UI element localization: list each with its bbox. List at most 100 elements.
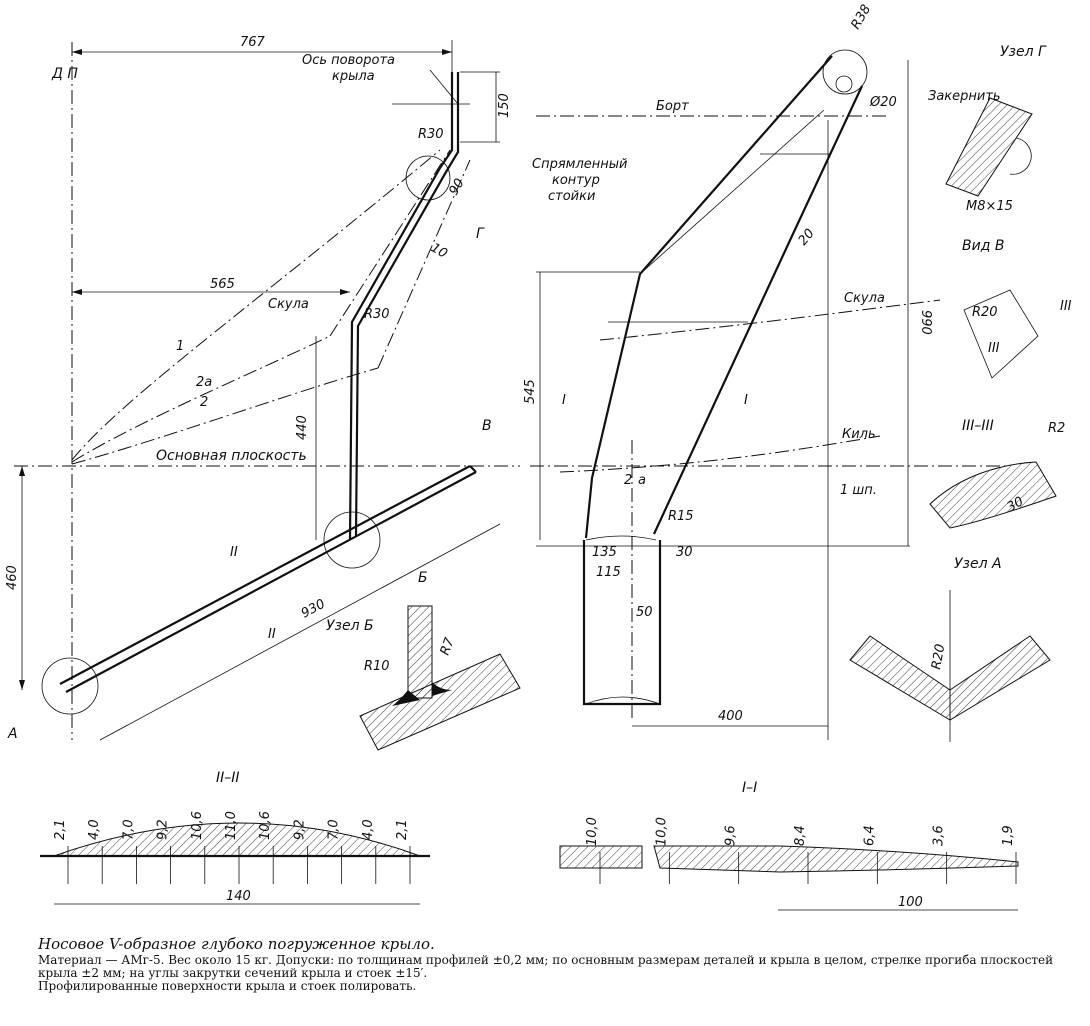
dim-150: 150	[497, 93, 512, 118]
straightened-label-3: стойки	[548, 189, 595, 204]
dim-135: 135	[592, 545, 617, 560]
section-i-mark-a: I	[562, 393, 566, 408]
skula-label-left: Скула	[268, 297, 309, 312]
section-iii-profile	[929, 461, 1057, 529]
skula-label-right: Скула	[844, 291, 885, 306]
line-1	[71, 149, 441, 461]
thickness-label: 7,0	[121, 819, 136, 840]
frame-1-label: 1 шп.	[840, 483, 877, 498]
m8-label: М8×15	[966, 199, 1013, 214]
a-label: А	[7, 726, 18, 742]
thickness-label: 4,0	[87, 819, 102, 840]
section-ii-title: II–II	[216, 770, 240, 786]
base-plane-label: Основная плоскость	[156, 448, 307, 464]
line-2-side-label: 2	[624, 473, 632, 488]
section-i-title: I–I	[742, 780, 757, 796]
node-a-label: Узел А	[954, 556, 1002, 572]
thickness-label: 6,4	[862, 825, 877, 846]
strut	[348, 72, 454, 541]
dim-400: 400	[718, 709, 743, 724]
section-i-profile	[653, 845, 1019, 873]
dim-767: 767	[240, 35, 266, 50]
node-g-label: Узел Г	[1000, 44, 1047, 60]
dim-30-profile: 30	[1005, 494, 1027, 515]
bort-label: Борт	[656, 99, 689, 114]
axis-rotation-label-2: крыла	[332, 69, 375, 84]
node-a-circle	[41, 657, 99, 715]
caption-title: Носовое V-образное глубоко погруженное к…	[38, 935, 435, 953]
node-g-detail	[945, 97, 1033, 197]
dim-100: 100	[898, 895, 923, 910]
node-b-label: Узел Б	[326, 618, 374, 634]
straightened-label-1: Спрямленный	[532, 157, 627, 172]
straightened-label-2: контур	[552, 173, 600, 188]
caption-line-1: Материал — АМг-5. Вес около 15 кг. Допус…	[38, 953, 1054, 980]
dim-460: 460	[5, 565, 20, 590]
thickness-label: 1,9	[1001, 825, 1016, 846]
dim-50: 50	[636, 605, 653, 620]
line-a-side-label: a	[638, 473, 646, 488]
dim-20: 20	[796, 226, 818, 248]
section-iii-mark-b: III	[1060, 299, 1072, 314]
dim-r38: R38	[848, 2, 874, 32]
dim-10: 10	[428, 240, 450, 261]
thickness-label: 9,6	[724, 825, 739, 846]
dim-r30-mid: R30	[364, 307, 390, 322]
vid-v-detail	[963, 289, 1039, 379]
thickness-label: 8,4	[793, 825, 808, 846]
thickness-label: 9,2	[292, 819, 307, 840]
thickness-label: 9,2	[156, 819, 171, 840]
dim-140: 140	[226, 889, 251, 904]
node-b-circle	[323, 511, 381, 569]
line-2-label: 2	[200, 395, 208, 410]
strut-side	[584, 55, 833, 539]
zakernit-label: Закернить	[928, 89, 1001, 104]
side-view	[530, 49, 1010, 740]
thickness-label: 10,0	[585, 817, 600, 846]
section-ii-profile	[53, 822, 421, 857]
kil-label: Киль	[842, 427, 876, 442]
caption-line-2: Профилированные поверхности крыла и стое…	[38, 979, 417, 993]
thickness-label: 2,1	[395, 819, 410, 840]
thickness-label: 3,6	[932, 825, 947, 846]
dim-990: 990	[918, 310, 933, 335]
thickness-label: 11,0	[224, 811, 239, 840]
thickness-label: 10,0	[654, 817, 669, 846]
front-view	[14, 40, 520, 741]
dim-90: 90	[446, 176, 467, 198]
wing-drawing: Д П 767 Ось поворота крыла 150 R30 90 Г …	[5, 2, 1072, 911]
dim-r7: R7	[438, 635, 458, 657]
figure-caption: Носовое V-образное глубоко погруженное к…	[38, 935, 1083, 993]
dim-r20-node-a: R20	[929, 643, 948, 671]
section-ii-mark-a: II	[230, 545, 238, 560]
dim-545: 545	[523, 379, 538, 404]
dim-r15: R15	[668, 509, 694, 524]
dim-phi20: Ø20	[869, 95, 897, 110]
section-ii-mark-b: II	[268, 627, 276, 642]
dim-30: 30	[676, 545, 693, 560]
line-2a	[71, 335, 331, 463]
node-b-detail	[359, 605, 521, 751]
thickness-label: 7,0	[327, 819, 342, 840]
dim-r20: R20	[972, 305, 998, 320]
thickness-label: 2,1	[53, 819, 68, 840]
dim-930: 930	[299, 597, 328, 622]
section-i-cut	[559, 845, 643, 869]
axis-rotation-label: Ось поворота	[302, 53, 395, 68]
dim-r10: R10	[364, 659, 390, 674]
section-i-mark-b: I	[744, 393, 748, 408]
vid-v-label: Вид В	[962, 238, 1004, 254]
line-2a-label: 2a	[196, 375, 212, 390]
v-label: В	[482, 418, 492, 434]
g-label: Г	[476, 226, 485, 242]
thickness-label: 4,0	[361, 819, 376, 840]
dim-115: 115	[596, 565, 621, 580]
line-1-label: 1	[176, 339, 184, 354]
dp-label: Д П	[51, 66, 78, 82]
wing-right	[59, 465, 471, 685]
thickness-label: 10,6	[190, 811, 205, 840]
dim-565: 565	[210, 277, 235, 292]
b-label: Б	[418, 570, 428, 586]
section-i-thicknesses: 10,0 10,0 9,6 8,4 6,4 3,6 1,9	[585, 817, 1017, 884]
